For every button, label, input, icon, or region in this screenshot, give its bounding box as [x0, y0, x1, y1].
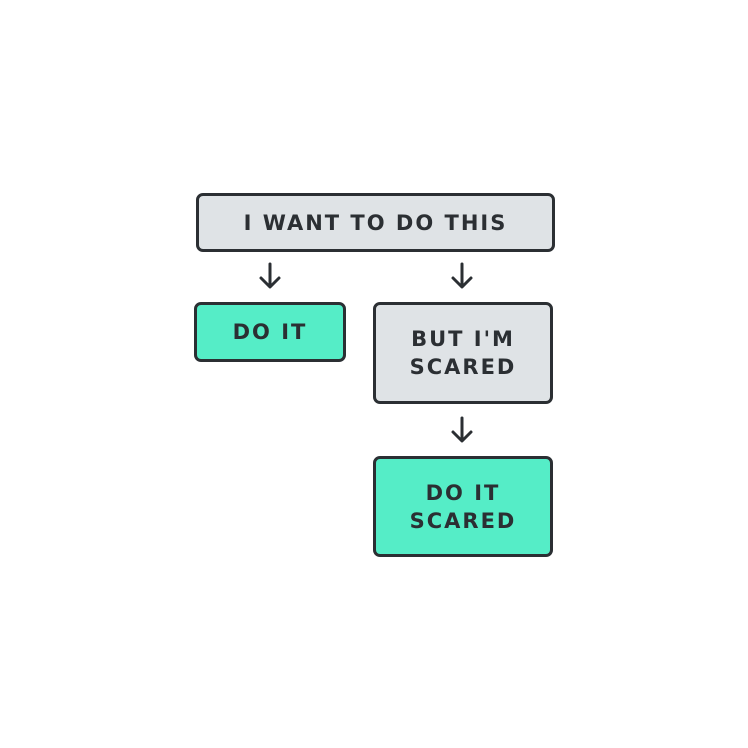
node-do-it-scared: DO IT SCARED	[373, 456, 553, 557]
node-i-want-to-do-this: I WANT TO DO THIS	[196, 193, 555, 252]
node-do-it: DO IT	[194, 302, 346, 362]
arrow-down-icon	[451, 416, 473, 443]
node-but-im-scared: BUT I'M SCARED	[373, 302, 553, 404]
arrow-down-icon	[451, 262, 473, 289]
node-label: DO IT SCARED	[409, 480, 517, 533]
node-label: I WANT TO DO THIS	[243, 210, 508, 235]
node-label: BUT I'M SCARED	[409, 327, 517, 379]
arrow-down-icon	[259, 262, 281, 289]
node-label: DO IT	[232, 320, 308, 344]
